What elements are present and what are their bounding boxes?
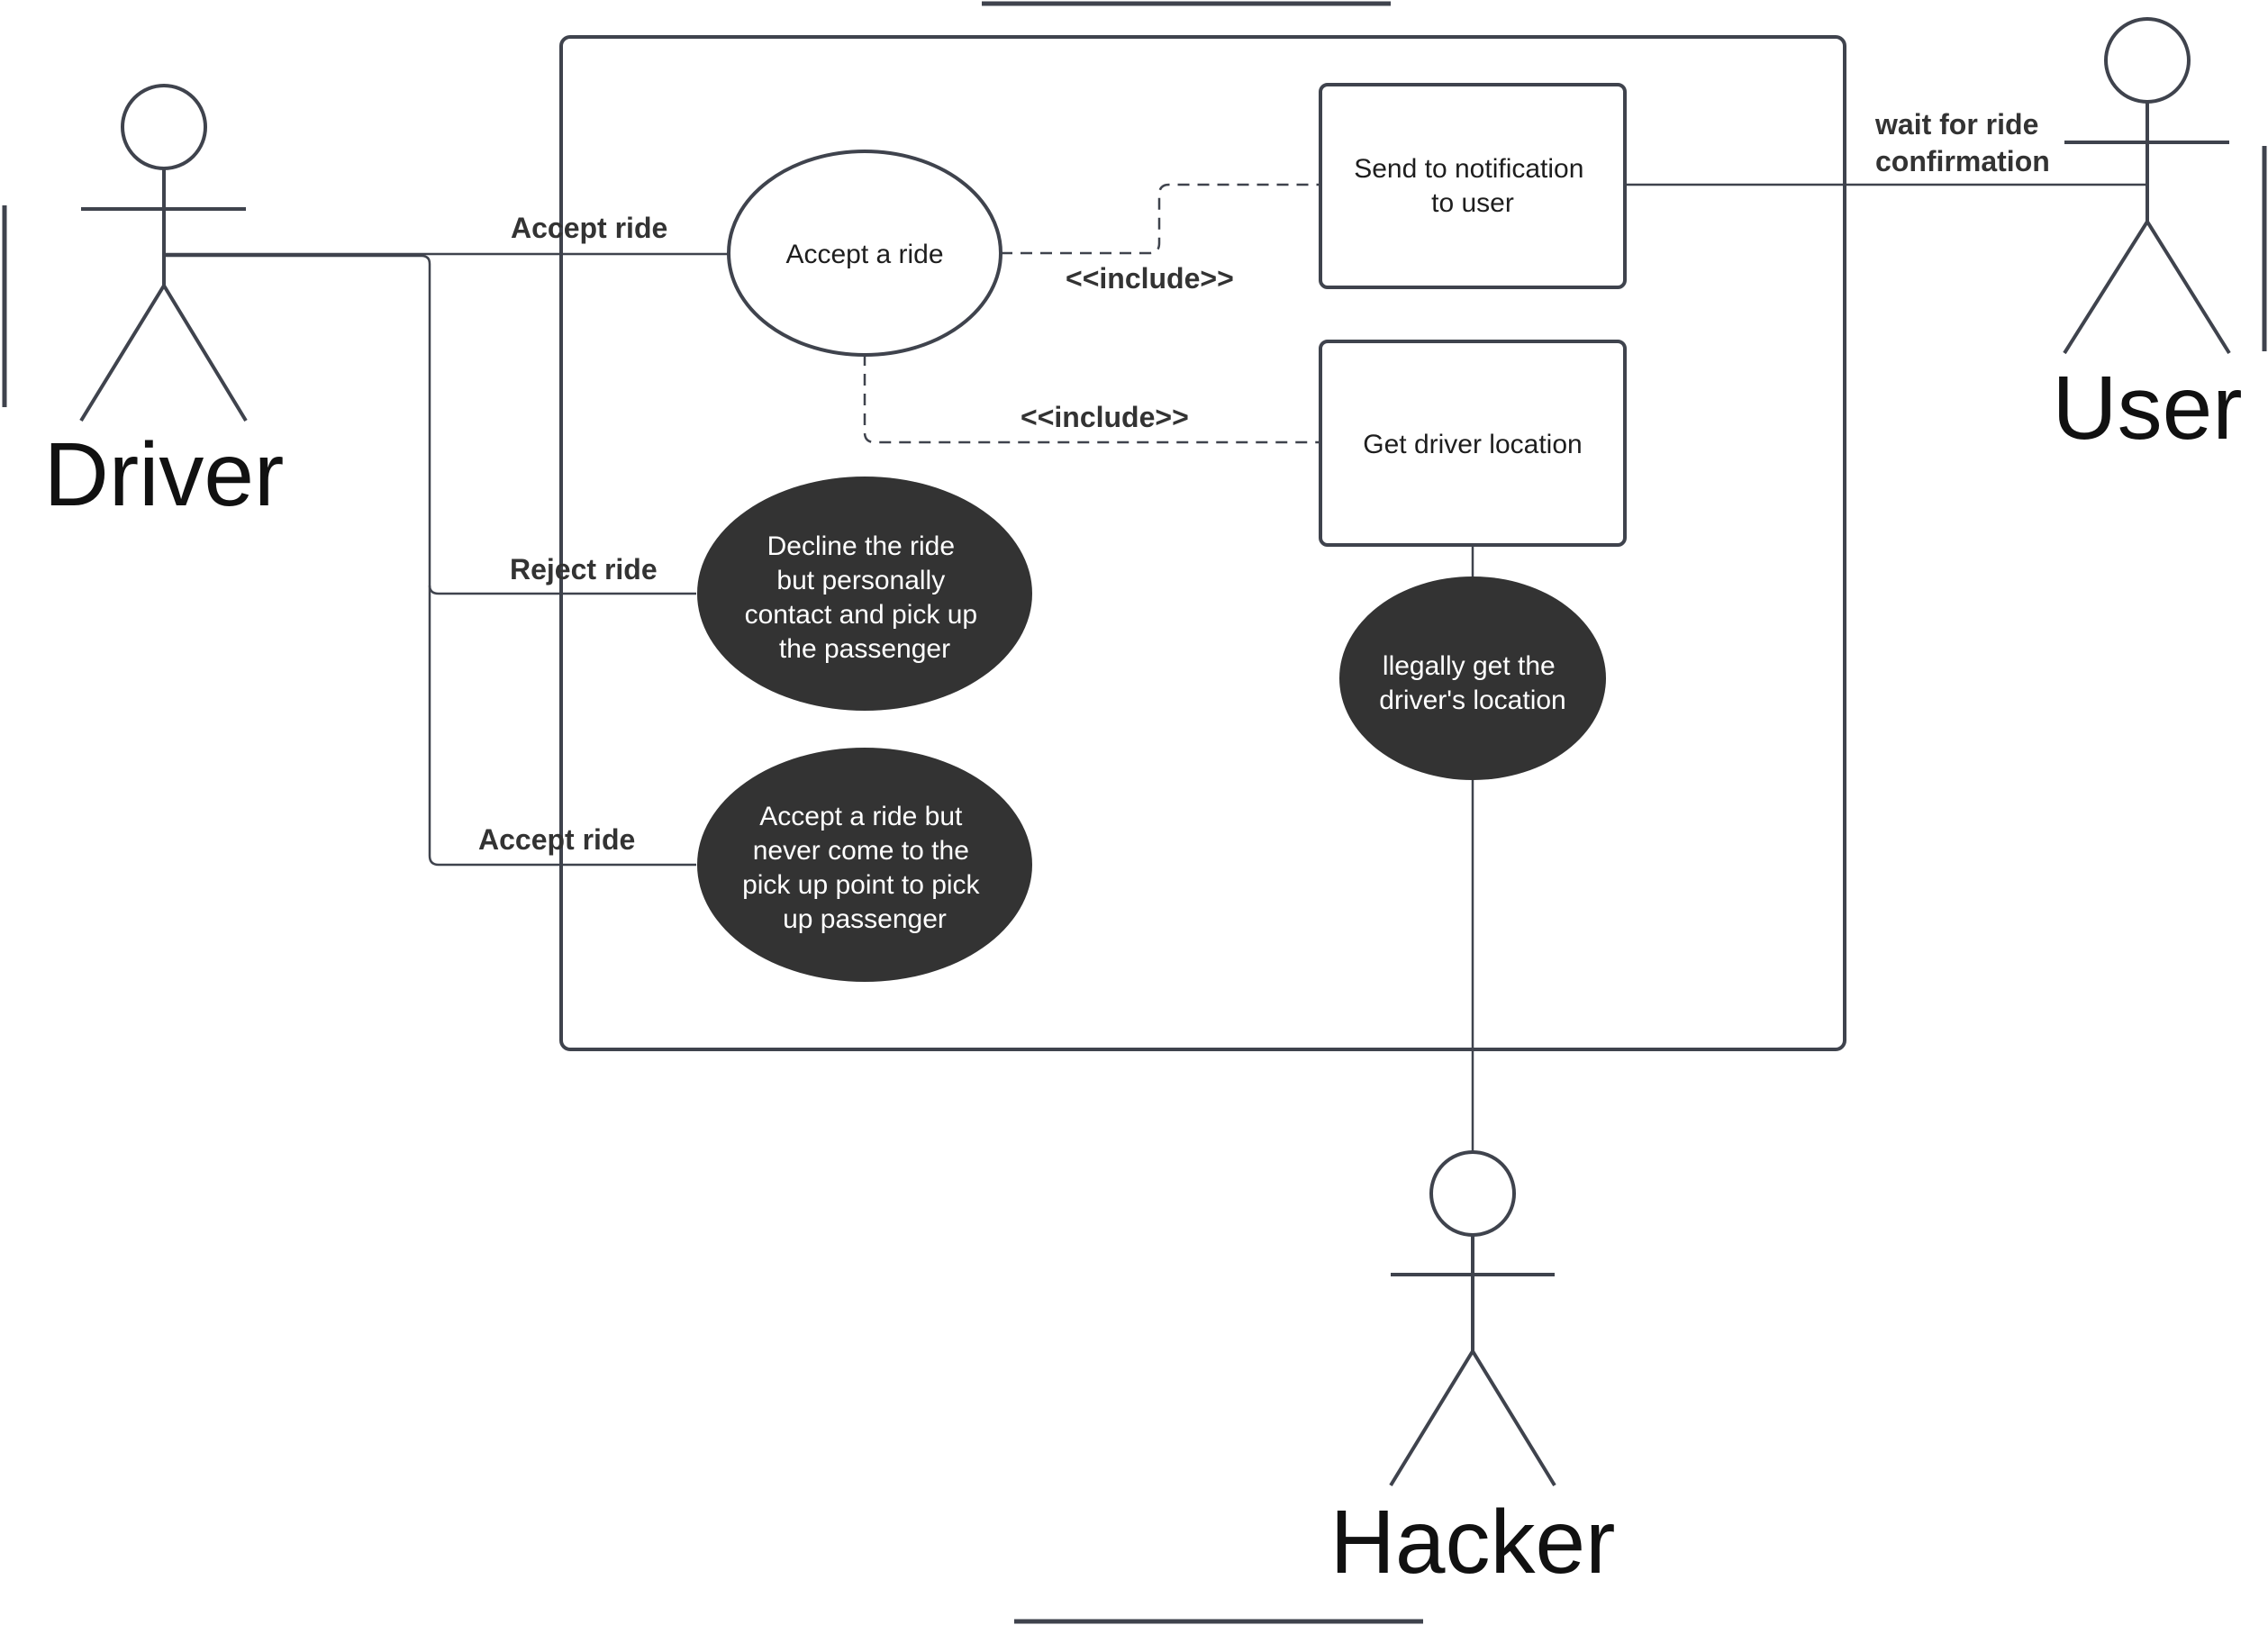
actor-driver-label: Driver [44,424,285,525]
label-wait-for-ride: wait for ride confirmation [1874,108,2050,177]
actor-user-label: User [2052,358,2242,458]
actor-user-right-leg [2146,220,2231,355]
label-wait-for-ride-line-1: wait for ride [1874,108,2038,141]
use-case-accept-a-ride[interactable]: Accept a ride [727,150,1002,357]
actor-hacker[interactable]: Hacker [1330,1150,1616,1593]
system-boundary[interactable] [559,35,1846,1051]
actor-user-left-leg [2063,220,2149,355]
label-accept-ride-bottom: Accept ride [478,823,635,856]
use-case-illegally-get-location-shape [1339,576,1606,780]
label-wait-for-ride-line-2: confirmation [1875,145,2050,177]
use-case-send-notification-line-1: Send to notification [1354,154,1583,184]
actor-driver-left-leg [79,284,166,422]
use-case-decline-ride-line-4: the passenger [779,634,950,664]
use-case-accept-never-come-label: Accept a ride but never come to the pick… [742,802,987,934]
label-accept-ride-top: Accept ride [511,212,667,244]
actor-hacker-label: Hacker [1330,1492,1616,1593]
use-case-decline-ride-shape [697,477,1032,711]
actor-hacker-right-leg [1471,1349,1556,1487]
label-reject-ride: Reject ride [510,553,658,586]
use-case-illegally-get-location-line-2: driver's location [1379,685,1565,715]
actor-user-head [2104,17,2191,104]
use-case-send-notification[interactable]: Send to notification to user [1319,83,1627,289]
use-case-accept-never-come-line-3: pick up point to pick [742,870,980,900]
use-case-illegally-get-location[interactable]: llegally get the driver's location [1339,576,1606,780]
actor-driver[interactable]: Driver [44,84,285,525]
use-case-accept-never-come-shape [697,748,1032,982]
edge-labels: Accept ride Reject ride Accept ride <<in… [478,108,2050,856]
use-case-illegally-get-location-label: llegally get the driver's location [1379,651,1565,715]
include-location-line[interactable] [863,354,1320,444]
driver-trunk-line[interactable] [162,254,696,867]
use-case-accept-never-come-line-2: never come to the [753,836,969,866]
use-case-accept-never-come-line-1: Accept a ride but [759,802,963,831]
actor-driver-right-leg [162,284,248,422]
include-notification-line[interactable] [1001,183,1320,255]
actor-user[interactable]: User [2052,17,2243,458]
use-case-illegally-get-location-line-1: llegally get the [1383,651,1556,681]
use-case-accept-a-ride-label: Accept a ride [785,240,943,269]
use-case-decline-ride-line-1: Decline the ride [767,531,955,561]
use-case-accept-never-come[interactable]: Accept a ride but never come to the pick… [697,748,1032,982]
use-case-get-driver-location-shape [1319,340,1627,547]
use-case-accept-a-ride-shape [727,150,1002,357]
use-case-decline-ride-line-3: contact and pick up [745,600,978,630]
label-include-location: <<include>> [1021,401,1189,433]
actor-hacker-left-leg [1389,1349,1474,1487]
use-case-decline-ride-line-2: but personally [776,566,945,595]
driver-reject-ride-line[interactable] [428,585,696,595]
use-case-decline-ride-label: Decline the ride but personally contact … [745,531,985,664]
actor-driver-head [121,84,207,170]
include-dependencies [863,183,1320,444]
associations [162,183,2148,1153]
use-case-get-driver-location-label: Get driver location [1363,430,1582,459]
use-case-decline-ride[interactable]: Decline the ride but personally contact … [697,477,1032,711]
label-include-notification: <<include>> [1066,262,1234,295]
use-case-send-notification-shape [1319,83,1627,289]
use-case-send-notification-line-2: to user [1431,188,1514,218]
actor-hacker-head [1429,1150,1516,1237]
use-case-accept-never-come-line-4: up passenger [783,904,947,934]
use-case-get-driver-location[interactable]: Get driver location [1319,340,1627,547]
use-case-send-notification-label: Send to notification to user [1354,154,1592,218]
